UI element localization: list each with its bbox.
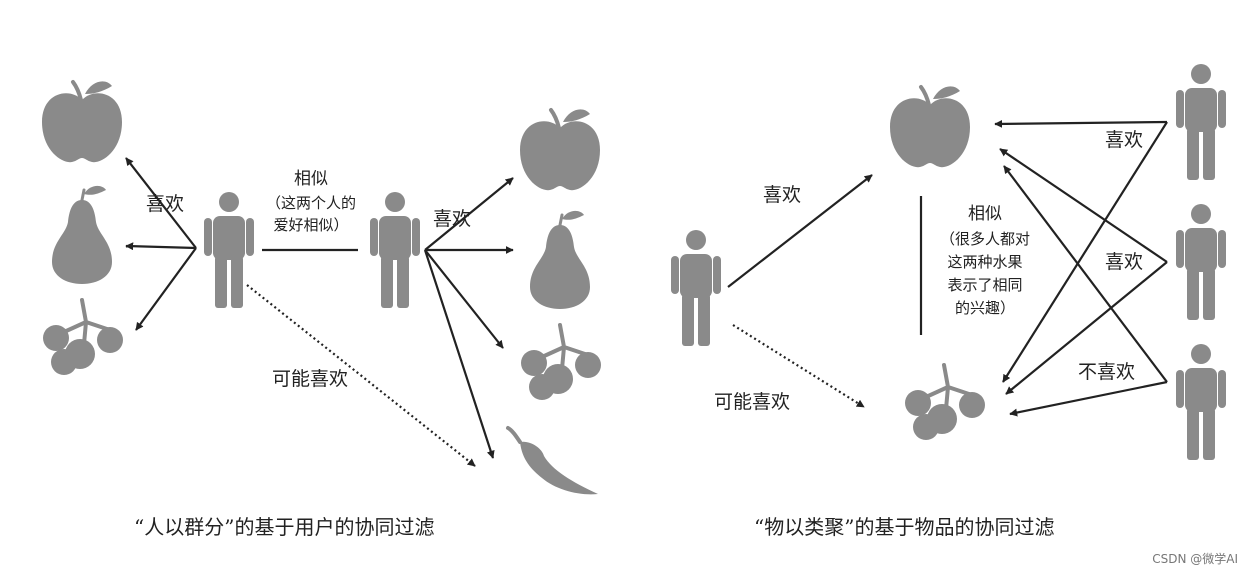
apple-icon [518, 107, 602, 193]
likes-arrow [424, 249, 504, 349]
apple-icon [888, 84, 972, 170]
likes-arrow [424, 177, 514, 251]
likes-label: 喜欢 [763, 184, 802, 206]
user-dislikes-arrow [1009, 380, 1168, 417]
likes-arrow [125, 157, 197, 249]
grapes-icon [519, 323, 603, 402]
user-dislikes-label: 不喜欢 [1078, 361, 1136, 383]
right-caption: “物以类聚”的基于物品的协同过滤 [754, 515, 1055, 539]
right-panel-arrows [727, 119, 1168, 417]
chili-pepper-icon [506, 426, 600, 497]
likes-label: 喜欢 [433, 208, 472, 230]
pear-icon [528, 209, 592, 311]
similar-title: 相似 [968, 204, 1002, 224]
similar-note-line3: 表示了相同 [947, 276, 1023, 294]
left-panel-arrows [125, 157, 514, 467]
maybe-like-arrow [246, 284, 476, 467]
user-likes-arrow [1005, 261, 1168, 395]
watermark: CSDN @微学AI [1152, 552, 1238, 566]
likes-arrow [135, 247, 197, 331]
user-likes-arrow [994, 119, 1168, 128]
pear-icon [50, 184, 114, 286]
maybe-like-label: 可能喜欢 [272, 368, 349, 390]
grapes-icon [41, 298, 125, 377]
user-likes-arrow [1002, 121, 1168, 383]
user-likes-label: 喜欢 [1105, 129, 1144, 151]
person-icon [370, 192, 420, 308]
person-icon [671, 230, 721, 346]
similar-title: 相似 [294, 169, 328, 189]
user-likes-arrow [999, 148, 1168, 263]
maybe-like-arrow [732, 324, 865, 408]
user-likes-label: 喜欢 [1105, 251, 1144, 273]
likes-label: 喜欢 [146, 193, 185, 215]
person-icon [1176, 344, 1226, 460]
similar-note-line2: 爱好相似） [273, 216, 349, 234]
similar-note-line1: （很多人都对 [939, 230, 1030, 248]
apple-icon [40, 79, 124, 165]
likes-arrow [125, 242, 197, 251]
similar-note-line4: 的兴趣） [954, 299, 1015, 317]
person-icon [1176, 204, 1226, 320]
grapes-icon [903, 363, 987, 442]
person-icon [204, 192, 254, 308]
left-caption: “人以群分”的基于用户的协同过滤 [134, 515, 435, 539]
person-icon [1176, 64, 1226, 180]
similar-note-line1: （这两个人的 [265, 194, 356, 212]
likes-arrow [423, 249, 495, 459]
maybe-like-label: 可能喜欢 [714, 391, 791, 413]
similar-note-line2: 这两种水果 [947, 253, 1023, 271]
left-panel-graphics [40, 79, 603, 497]
user-dislikes-arrow [1003, 165, 1168, 383]
likes-arrow [727, 174, 873, 288]
